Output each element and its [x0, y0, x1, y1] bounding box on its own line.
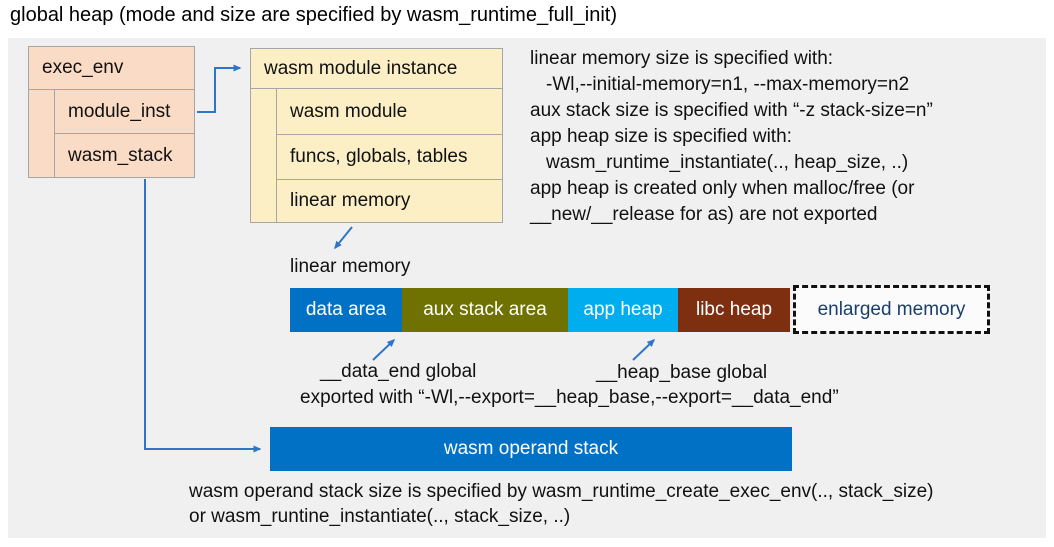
note-line: app heap size is specified with:: [530, 126, 792, 147]
segment-aux-stack-area: aux stack area: [402, 288, 568, 332]
note-line: -Wl,--initial-memory=n1, --max-memory=n2: [546, 74, 910, 95]
note-line: or wasm_runtine_instantiate(.., stack_si…: [189, 506, 571, 527]
exec-env-box: exec_env module_inst wasm_stack: [28, 46, 195, 178]
segment-data-area: data area: [290, 288, 402, 332]
exported-with-label: exported with “-Wl,--export=__heap_base,…: [300, 387, 839, 408]
bottom-notes: wasm operand stack size is specified by …: [189, 479, 934, 529]
note-line: app heap is created only when malloc/fre…: [530, 178, 915, 199]
segment-enlarged-memory: enlarged memory: [793, 285, 990, 334]
exec-env-header: exec_env: [29, 47, 194, 90]
note-line: __new/__release for as) are not exported: [530, 204, 878, 225]
linear-memory-label: linear memory: [290, 256, 411, 277]
page-title: global heap (mode and size are specified…: [10, 4, 617, 26]
exec-env-row-wasm-stack: wasm_stack: [54, 133, 194, 177]
right-notes: linear memory size is specified with: -W…: [530, 46, 933, 228]
module-instance-box: wasm module instance wasm module funcs, …: [250, 48, 503, 223]
note-line: linear memory size is specified with:: [530, 48, 834, 69]
note-line: wasm_runtime_instantiate(.., heap_size, …: [546, 152, 909, 173]
heap-base-global-label: __heap_base global: [596, 362, 768, 383]
data-end-global-label: __data_end global: [320, 361, 477, 382]
module-instance-row-linear-memory: linear memory: [276, 179, 502, 222]
linear-memory-bar: data area aux stack area app heap libc h…: [290, 288, 790, 332]
module-instance-row-funcs-globals-tables: funcs, globals, tables: [276, 134, 502, 179]
segment-libc-heap: libc heap: [678, 288, 790, 332]
note-line: wasm operand stack size is specified by …: [189, 481, 934, 502]
module-instance-row-wasm-module: wasm module: [276, 89, 502, 134]
module-instance-header: wasm module instance: [251, 49, 502, 89]
exec-env-row-module-inst: module_inst: [54, 90, 194, 133]
note-line: aux stack size is specified with “-z sta…: [530, 100, 933, 121]
wasm-operand-stack-bar: wasm operand stack: [270, 427, 792, 471]
segment-app-heap: app heap: [568, 288, 678, 332]
